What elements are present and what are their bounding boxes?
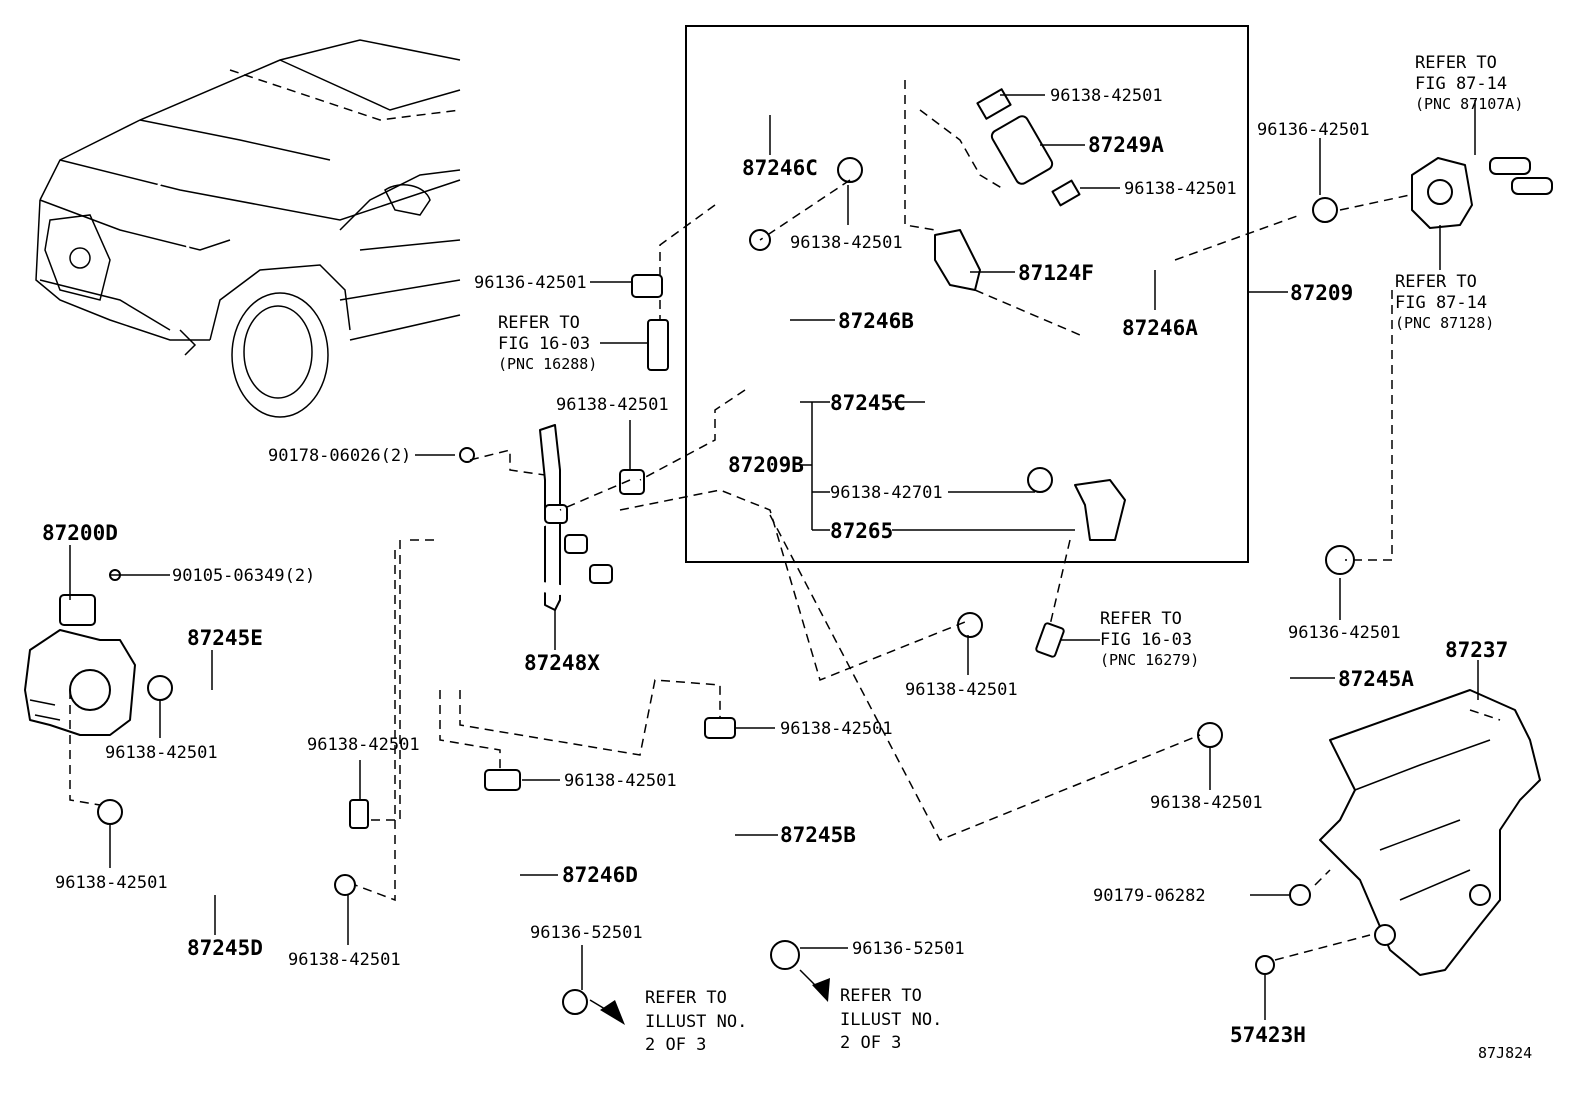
label-96138-c: 96138-42501	[55, 873, 168, 893]
label-96138-42701: 96138-42701	[830, 483, 943, 503]
label-96138-a: 96138-42501	[105, 743, 218, 763]
svg-text:(PNC 16288): (PNC 16288)	[498, 355, 597, 373]
svg-text:ILLUST NO.: ILLUST NO.	[840, 1010, 942, 1030]
label-87249a: 87249A	[1088, 133, 1164, 157]
water-valve-87200d	[24, 594, 136, 736]
refer-illust-a: REFER TO ILLUST NO. 2 OF 3	[645, 988, 747, 1055]
hose-87245a	[1217, 562, 1323, 728]
part-labels: 87200D 90105-06349(2) 87245E 96138-42501…	[42, 86, 1532, 1062]
label-87245b: 87245B	[780, 823, 856, 847]
hose-87245e	[187, 682, 343, 828]
label-96138-j: 96138-42501	[905, 680, 1018, 700]
label-57423h: 57423H	[1230, 1023, 1306, 1047]
svg-text:FIG 87-14: FIG 87-14	[1395, 293, 1487, 313]
label-96138-d: 96138-42501	[288, 950, 401, 970]
pipe-assembly-87248x	[435, 424, 613, 685]
label-87245c: 87245C	[830, 391, 906, 415]
bracket-87124f	[934, 229, 981, 291]
label-87209b: 87209B	[728, 453, 804, 477]
label-87246b: 87246B	[838, 309, 914, 333]
svg-text:REFER TO: REFER TO	[498, 313, 580, 333]
svg-text:(PNC 16279): (PNC 16279)	[1100, 651, 1199, 669]
svg-text:2 OF 3: 2 OF 3	[840, 1033, 901, 1053]
fitting-87249a	[990, 115, 1054, 185]
label-96138-h: 96138-42501	[790, 233, 903, 253]
dashed-connections	[69, 80, 1501, 961]
vehicle-illustration	[35, 39, 461, 418]
label-87124f: 87124F	[1018, 261, 1094, 285]
heater-connector-right	[1411, 157, 1553, 229]
label-96138-b: 96138-42501	[307, 735, 420, 755]
grommets	[1255, 884, 1311, 975]
label-87248x: 87248X	[524, 651, 600, 675]
label-90105: 90105-06349(2)	[172, 566, 315, 586]
label-87245d: 87245D	[187, 936, 263, 960]
svg-text:REFER TO: REFER TO	[1395, 272, 1477, 292]
label-87246d: 87246D	[562, 863, 638, 887]
label-90179: 90179-06282	[1093, 886, 1206, 906]
label-96138-e: 96138-42501	[556, 395, 669, 415]
label-96138-top: 96138-42501	[1050, 86, 1163, 106]
label-96138-f: 96138-42501	[564, 771, 677, 791]
svg-text:2 OF 3: 2 OF 3	[645, 1035, 706, 1055]
hose-87245c	[926, 331, 1209, 549]
fitting-87265	[1027, 467, 1126, 541]
diagram-id: 87J824	[1478, 1044, 1532, 1062]
label-87209: 87209	[1290, 281, 1353, 305]
svg-text:REFER TO: REFER TO	[1100, 609, 1182, 629]
hose-87245b	[698, 758, 787, 957]
label-96136-top: 96136-42501	[474, 273, 587, 293]
label-87200d: 87200D	[42, 521, 118, 545]
label-96136-right: 96136-42501	[1257, 120, 1370, 140]
label-96136-right2: 96136-42501	[1288, 623, 1401, 643]
svg-text:ILLUST NO.: ILLUST NO.	[645, 1012, 747, 1032]
label-90178: 90178-06026(2)	[268, 446, 411, 466]
label-87245a: 87245A	[1338, 667, 1414, 691]
arrow-icon	[600, 1000, 625, 1025]
refer-illust-b: REFER TO ILLUST NO. 2 OF 3	[840, 986, 942, 1053]
svg-text:FIG 16-03: FIG 16-03	[1100, 630, 1192, 650]
svg-text:REFER TO: REFER TO	[840, 986, 922, 1006]
svg-text:FIG 16-03: FIG 16-03	[498, 334, 590, 354]
hose-87246c	[702, 37, 998, 213]
hose-87246d	[488, 798, 572, 997]
label-87246a: 87246A	[1122, 316, 1198, 340]
hose-87246a	[1068, 198, 1177, 267]
label-87237: 87237	[1445, 638, 1508, 662]
svg-text:(PNC 87107A): (PNC 87107A)	[1415, 95, 1523, 113]
svg-text:REFER TO: REFER TO	[1415, 53, 1497, 73]
label-87246c: 87246C	[742, 156, 818, 180]
refer-fig-16-03-a: REFER TO FIG 16-03 (PNC 16288)	[498, 313, 597, 373]
refer-fig-87-14-a: REFER TO FIG 87-14 (PNC 87107A)	[1415, 53, 1523, 113]
label-96136-52501-a: 96136-52501	[530, 923, 643, 943]
label-96138-k: 96138-42501	[1150, 793, 1263, 813]
bracket-87237	[1319, 689, 1541, 976]
svg-text:REFER TO: REFER TO	[645, 988, 727, 1008]
label-96138-i: 96138-42501	[1124, 179, 1237, 199]
assembly-87209-box	[685, 25, 1249, 563]
refer-fig-16-03-b: REFER TO FIG 16-03 (PNC 16279)	[1100, 609, 1199, 669]
label-96136-52501-b: 96136-52501	[852, 939, 965, 959]
refer-fig-87-14-b: REFER TO FIG 87-14 (PNC 87128)	[1395, 272, 1494, 332]
hose-87246b	[728, 227, 799, 398]
svg-text:FIG 87-14: FIG 87-14	[1415, 74, 1507, 94]
label-87245e: 87245E	[187, 626, 263, 650]
label-96138-g: 96138-42501	[780, 719, 893, 739]
label-87265: 87265	[830, 519, 893, 543]
hose-87245d	[133, 808, 322, 889]
arrow-icons	[589, 969, 830, 1025]
arrow-icon	[812, 978, 830, 1002]
svg-text:(PNC 87128): (PNC 87128)	[1395, 314, 1494, 332]
leader-lines	[69, 94, 1479, 1020]
